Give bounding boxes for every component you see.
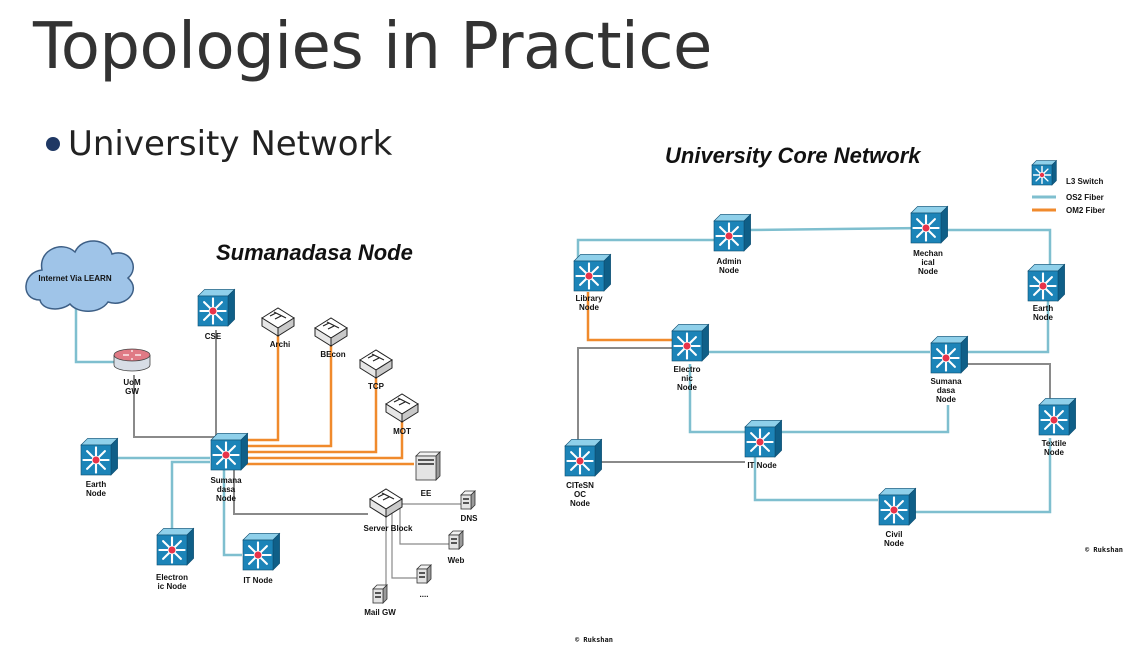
link-tcp-core [240, 378, 378, 454]
legend-l3-switch-icon [1031, 159, 1058, 186]
web-label: Web [448, 556, 465, 565]
tcp-hub-icon [359, 349, 393, 379]
server-block-hub-icon [369, 488, 403, 518]
sumanadasa-core-switch-icon [210, 432, 249, 471]
link-electronic-citesn [577, 347, 672, 444]
link-electronic-it [688, 364, 745, 434]
link-becon-core [240, 346, 333, 448]
legend-om2-label: OM2 Fiber [1066, 206, 1105, 215]
link-library-electronic [586, 292, 672, 342]
uom-gw-router-icon [113, 348, 151, 372]
admin-node-switch-icon [713, 213, 752, 252]
earth-node-switch-icon [80, 437, 119, 476]
tcp-label: TCP [368, 382, 385, 391]
link-serverblock-core [233, 470, 368, 515]
legend-os2-label: OS2 Fiber [1066, 193, 1104, 202]
mail-gw-label: Mail GW [364, 608, 396, 617]
left-diagram-heading: Sumanadasa Node [216, 240, 413, 265]
textile-node-switch-icon [1038, 397, 1077, 436]
it-node-switch-icon [242, 532, 281, 571]
ee-label: EE [421, 489, 432, 498]
link-cse-core [215, 330, 228, 438]
bullet-text: University Network [68, 124, 393, 164]
legend-l3-switch-label: L3 Switch [1066, 177, 1103, 186]
server-block-label: Server Block [364, 524, 413, 533]
link-earth-sumanadasa [962, 300, 1050, 354]
more-servers-label: .... [420, 590, 429, 599]
link-it-sumanadasa [776, 405, 950, 434]
link-sumanadasa-textile [962, 363, 1051, 404]
link-more [391, 512, 418, 579]
mechanical-node-switch-icon [910, 205, 949, 244]
link-it-core [222, 470, 242, 557]
link-electronic-core [170, 460, 210, 540]
cse-switch-label: CSE [205, 332, 222, 341]
link-it-civil [753, 455, 878, 502]
archi-hub-icon [261, 307, 295, 337]
library-node-switch-icon [573, 253, 612, 292]
links-layer [74, 226, 1052, 595]
devices-layer [25, 159, 1077, 604]
sumanadasa-core-node-switch-icon [930, 335, 969, 374]
dns-server-icon [460, 490, 476, 510]
cse-switch-icon [197, 288, 236, 327]
link-mechanical-earth [944, 228, 1052, 270]
becon-label: BEcon [320, 350, 345, 359]
link-admin-mechanical [745, 226, 929, 232]
internet-cloud-icon [25, 240, 135, 312]
it-node-label: IT Node [243, 576, 273, 585]
it-core-node-switch-icon [744, 419, 783, 458]
bullet-item: University Network [46, 124, 392, 164]
more-server-icon [416, 564, 432, 584]
becon-hub-icon [314, 317, 348, 347]
link-archi-core [240, 335, 280, 442]
mail-gw-server-icon [372, 584, 388, 604]
link-gw-core [133, 375, 228, 438]
mot-hub-icon [385, 393, 419, 423]
civil-node-switch-icon [878, 487, 917, 526]
link-library-admin [576, 238, 730, 260]
earth-core-node-switch-icon [1027, 263, 1066, 302]
archi-label: Archi [270, 340, 290, 349]
electronic-core-node-switch-icon [671, 323, 710, 362]
bullet-dot-icon [46, 137, 60, 151]
slide-title: Topologies in Practice [33, 10, 712, 84]
link-cloud-gw [74, 305, 115, 364]
dns-label: DNS [461, 514, 479, 523]
it-core-node-label: IT Node [747, 461, 777, 470]
cloud-label: Internet Via LEARN [38, 274, 111, 283]
electronic-node-switch-icon [156, 527, 195, 566]
right-credit: © Rukshan [1085, 546, 1123, 554]
link-mot-core [240, 418, 404, 460]
link-civil-textile [910, 438, 1052, 514]
right-diagram-heading: University Core Network [665, 143, 921, 168]
ee-server-icon [415, 451, 441, 481]
mot-label: MOT [393, 427, 411, 436]
citesn-node-switch-icon [564, 438, 603, 477]
left-credit: © Rukshan [575, 636, 613, 644]
web-server-icon [448, 530, 464, 550]
